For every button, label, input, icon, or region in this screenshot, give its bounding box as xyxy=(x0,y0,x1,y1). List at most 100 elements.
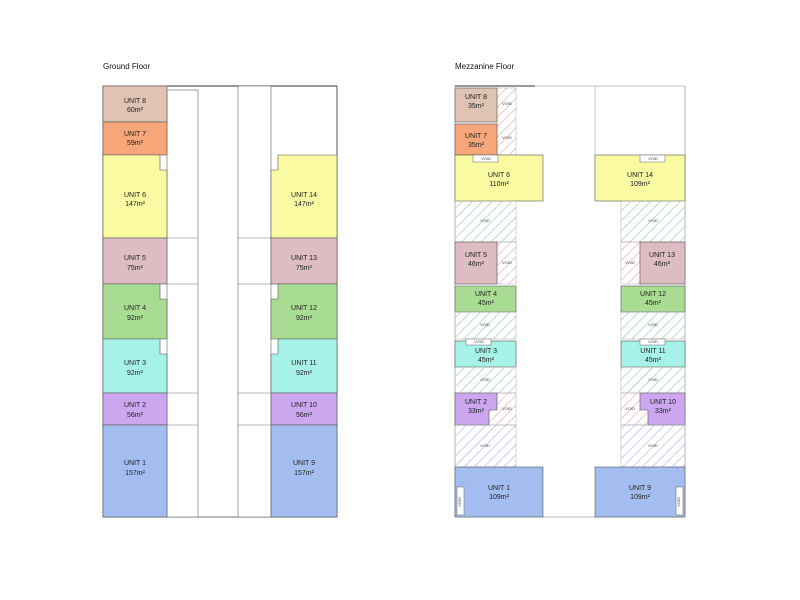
mezz-unit-10-name: UNIT 10 xyxy=(650,399,676,406)
ground-unit-10-name: UNIT 10 xyxy=(291,402,317,409)
ground-unit-7 xyxy=(102,121,168,156)
ground-unit-2-name: UNIT 2 xyxy=(124,402,146,409)
ground-unit-2-area: 56m² xyxy=(127,412,144,419)
ground-unit-13-name: UNIT 13 xyxy=(291,255,317,262)
mezzanine-floor-title: Mezzanine Floor xyxy=(455,62,515,71)
void-label: VOID xyxy=(676,497,681,507)
ground-unit-6-name: UNIT 6 xyxy=(124,192,146,199)
ground-unit-7-name: UNIT 7 xyxy=(124,131,146,138)
mezz-unit-8-area: 35m² xyxy=(468,103,485,110)
mezz-unit-1-name: UNIT 1 xyxy=(488,485,510,492)
mezz-unit-2-name: UNIT 2 xyxy=(465,399,487,406)
mezz-unit-8 xyxy=(454,87,498,123)
mezz-unit-3-name: UNIT 3 xyxy=(475,348,497,355)
mezz-void-box-11 xyxy=(639,338,666,346)
void-label: VOID xyxy=(480,218,490,223)
ground-unit-4-area: 92m² xyxy=(127,315,144,322)
mezz-void-3-left xyxy=(454,366,517,394)
ground-unit-8 xyxy=(102,85,168,123)
ground-floor-title: Ground Floor xyxy=(103,62,151,71)
mezz-unit-4-area: 45m² xyxy=(478,300,495,307)
ground-unit-3-name: UNIT 3 xyxy=(124,360,146,367)
mezz-void-box-6 xyxy=(472,154,499,163)
mezz-void-box-14 xyxy=(639,154,666,163)
void-label: VOID xyxy=(648,377,658,382)
mezz-void-11-right xyxy=(620,366,686,394)
mezz-unit-5-area: 46m² xyxy=(468,261,485,268)
void-label: VOID xyxy=(481,156,491,161)
mezz-unit-7-name: UNIT 7 xyxy=(465,133,487,140)
mezz-unit-14-area: 109m² xyxy=(630,181,651,188)
mezz-unit-12 xyxy=(620,285,686,313)
ground-unit-8-area: 60m² xyxy=(127,107,144,114)
void-label: VOID xyxy=(625,406,635,411)
ground-unit-3-area: 92m² xyxy=(127,370,144,377)
ground-unit-1-name: UNIT 1 xyxy=(124,460,146,467)
mezz-unit-9-area: 109m² xyxy=(630,494,651,501)
void-label: VOID xyxy=(480,443,490,448)
mezz-unit-7 xyxy=(454,123,498,156)
void-label: VOID xyxy=(502,406,512,411)
void-label: VOID xyxy=(502,260,512,265)
mezz-unit-2-area: 33m² xyxy=(468,408,485,415)
mezz-unit-5 xyxy=(454,241,498,285)
ground-unit-1-area: 157m² xyxy=(125,470,146,477)
mezz-unit-6-area: 110m² xyxy=(489,181,509,188)
mezz-unit-1 xyxy=(454,466,544,518)
void-label: VOID xyxy=(480,322,490,327)
mezz-unit-11-name: UNIT 11 xyxy=(640,348,666,355)
mezz-void-9-right xyxy=(620,424,686,468)
mezz-unit-13 xyxy=(639,241,686,285)
ground-unit-5-area: 75m² xyxy=(127,265,144,272)
ground-unit-5 xyxy=(102,237,168,285)
ground-unit-1 xyxy=(102,424,168,518)
mezz-unit-12-area: 45m² xyxy=(645,300,662,307)
ground-unit-12-name: UNIT 12 xyxy=(291,305,317,312)
mezz-unit-8-name: UNIT 8 xyxy=(465,94,487,101)
mezz-void-4-left xyxy=(454,311,517,340)
ground-unit-13-area: 75m² xyxy=(296,265,313,272)
mezz-unit-6-name: UNIT 6 xyxy=(488,172,510,179)
ground-unit-9-area: 157m² xyxy=(294,470,315,477)
void-label: VOID xyxy=(502,135,512,140)
mezz-unit-3-area: 45m² xyxy=(478,357,495,364)
void-label: VOID xyxy=(648,322,658,327)
void-label: VOID xyxy=(457,497,462,507)
mezz-unit-5-name: UNIT 5 xyxy=(465,252,487,259)
ground-unit-14-area: 147m² xyxy=(294,201,315,208)
mezz-unit-4-name: UNIT 4 xyxy=(475,291,497,298)
void-label: VOID xyxy=(480,377,490,382)
ground-unit-2 xyxy=(102,392,168,426)
ground-unit-9 xyxy=(270,424,338,518)
mezz-unit-13-area: 46m² xyxy=(654,261,671,268)
ground-unit-9-name: UNIT 9 xyxy=(293,460,315,467)
mezz-unit-6 xyxy=(454,154,544,202)
void-label: VOID xyxy=(648,339,658,344)
ground-unit-8-name: UNIT 8 xyxy=(124,98,146,105)
mezz-unit-11-area: 45m² xyxy=(645,357,662,364)
mezz-void-box-3 xyxy=(465,338,492,346)
ground-unit-13 xyxy=(270,237,338,285)
void-label: VOID xyxy=(474,339,484,344)
mezz-unit-3 xyxy=(454,340,517,368)
mezz-unit-12-name: UNIT 12 xyxy=(640,291,666,298)
void-label: VOID xyxy=(625,260,635,265)
ground-unit-10-area: 56m² xyxy=(296,412,313,419)
mezz-unit-14-name: UNIT 14 xyxy=(627,172,653,179)
void-label: VOID xyxy=(648,156,658,161)
mezz-unit-1-area: 109m² xyxy=(489,494,510,501)
mezz-void-box-9 xyxy=(675,486,684,516)
ground-unit-4-name: UNIT 4 xyxy=(124,305,146,312)
mezz-unit-7-area: 35m² xyxy=(468,142,485,149)
ground-unit-6-area: 147m² xyxy=(125,201,146,208)
void-label: VOID xyxy=(648,443,658,448)
ground-unit-11-area: 92m² xyxy=(296,370,313,377)
mezz-unit-4 xyxy=(454,285,517,313)
mezz-void-6-left xyxy=(454,200,517,243)
mezz-void-top-left xyxy=(496,87,517,156)
mezz-unit-10-area: 33m² xyxy=(655,408,672,415)
ground-unit-7-area: 59m² xyxy=(127,140,144,147)
mezz-void-box-1 xyxy=(456,486,465,516)
void-label: VOID xyxy=(502,101,512,106)
